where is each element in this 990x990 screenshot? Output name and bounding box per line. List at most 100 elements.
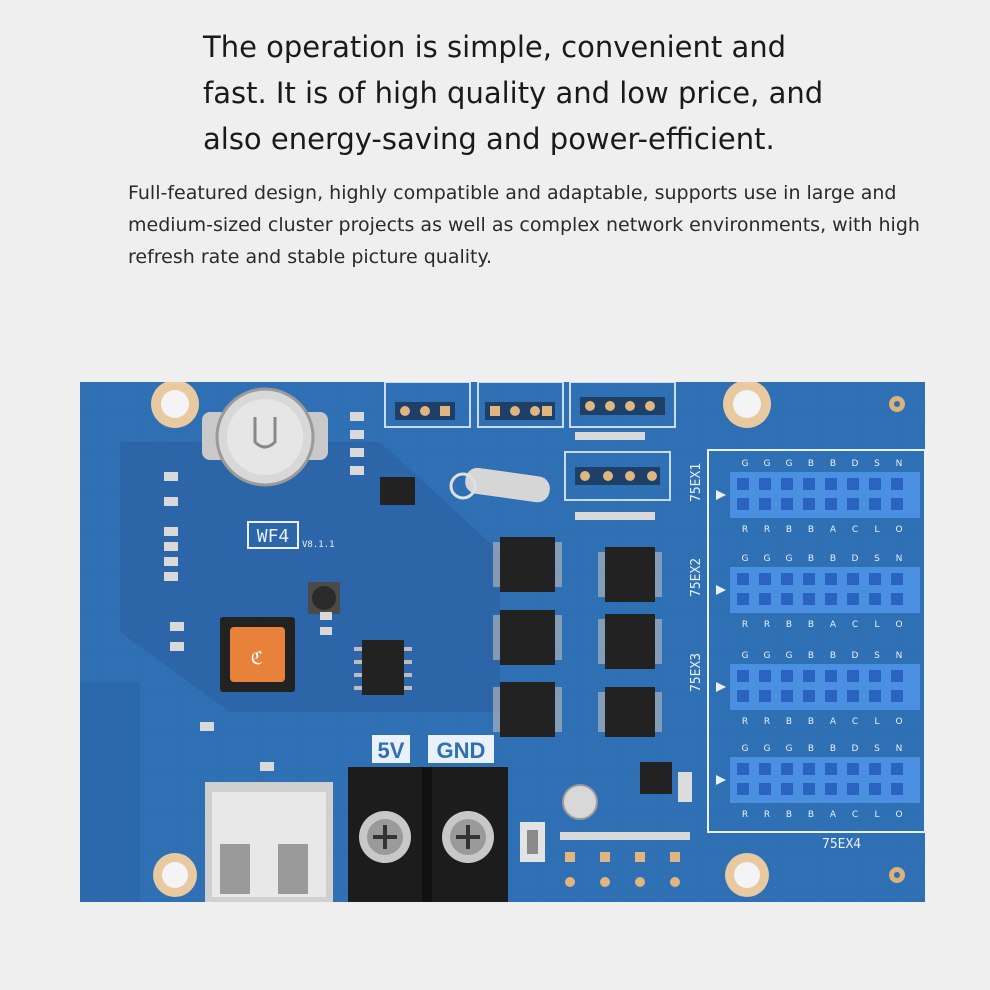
hub-pin-label: B	[808, 651, 814, 661]
hub-pin-label: C	[852, 620, 858, 630]
hub-pin-label: O	[895, 717, 902, 727]
pin-header-connector	[384, 382, 471, 428]
hub-pin-label: B	[808, 810, 814, 820]
hub-pin-label: S	[874, 459, 880, 469]
hub-pin-label: S	[874, 744, 880, 754]
hub-pin-label: R	[764, 717, 770, 727]
hub-pin-label: B	[808, 459, 814, 469]
hub-pin-label: R	[742, 620, 748, 630]
usb-port	[205, 782, 333, 902]
hub-pin-label: D	[852, 651, 859, 661]
hub-pin-label: B	[808, 744, 814, 754]
hub-connector-3: G G G B B D S N R R B B A C L O	[716, 651, 920, 727]
hub-pin-label: G	[786, 651, 793, 661]
smd-components	[164, 412, 690, 840]
hub-pin-label: R	[742, 525, 748, 535]
hub-label-1: 75EX1	[689, 463, 704, 502]
hub-pin-label: B	[830, 744, 836, 754]
hub-pin-label: G	[786, 744, 793, 754]
hub-pin-label: A	[830, 810, 837, 820]
power-terminal-block	[348, 767, 508, 902]
hub-pin-label: O	[895, 525, 902, 535]
hub-pin-label: G	[764, 744, 771, 754]
voltage-regulator	[640, 762, 692, 802]
hub-label-4: 75EX4	[822, 837, 861, 852]
smd-chip	[380, 477, 415, 505]
hub-pin-label: C	[852, 717, 858, 727]
hub-pin-label: L	[874, 810, 879, 820]
battery-holder	[202, 387, 328, 487]
driver-ic-array	[500, 537, 655, 737]
hub-pin-label: D	[852, 744, 859, 754]
hub-pin-label: B	[830, 554, 836, 564]
hub-pin-label: R	[764, 810, 770, 820]
hub-pin-label: L	[874, 525, 879, 535]
hub-pin-label: C	[852, 525, 858, 535]
flash-memory-chip	[354, 640, 412, 695]
hub-pin-label: B	[808, 717, 814, 727]
hub-pin-label: N	[896, 459, 903, 469]
hub-pin-label: S	[874, 651, 880, 661]
hub-pin-label: G	[764, 459, 771, 469]
version-label: V8.1.1	[302, 540, 335, 550]
mounting-hole	[723, 382, 771, 428]
main-processor-chip: ℭ	[220, 617, 295, 692]
hub-pin-label: G	[742, 744, 749, 754]
hub-pin-label: R	[764, 525, 770, 535]
hub-pin-label: D	[852, 459, 859, 469]
hub-pin-label: S	[874, 554, 880, 564]
hub-pin-label: G	[742, 651, 749, 661]
hub-pin-label: N	[896, 744, 903, 754]
hub-pin-label: B	[830, 651, 836, 661]
svg-text:ℭ: ℭ	[251, 648, 264, 668]
hub-pin-label: C	[852, 810, 858, 820]
hub-pin-label: O	[895, 810, 902, 820]
hub-pin-label: R	[764, 620, 770, 630]
led-controller-board-photo: WF4 V8.1.1 ℭ	[80, 382, 925, 902]
hub-pin-label: G	[786, 459, 793, 469]
pin-header-connector	[477, 382, 564, 428]
mounting-hole	[153, 853, 197, 897]
hub-pin-label: B	[786, 810, 792, 820]
hub-pin-label: N	[896, 651, 903, 661]
hub-connector-2: G G G B B D S N R R B B A C L O	[716, 554, 920, 630]
capacitor	[562, 784, 598, 820]
hub-pin-label: R	[742, 810, 748, 820]
hub-pin-label: G	[742, 554, 749, 564]
hub-pin-label: A	[830, 620, 837, 630]
hub-pin-label: A	[830, 717, 837, 727]
hub-pin-label: O	[895, 620, 902, 630]
hub-pin-label: B	[786, 620, 792, 630]
hub-pin-label: B	[830, 459, 836, 469]
hub-pin-label: G	[786, 554, 793, 564]
hub-pin-label: B	[808, 554, 814, 564]
hub-connector-4: G G G B B D S N R R B B A C L O	[716, 744, 920, 820]
pin-header-connector	[569, 382, 676, 428]
hub-label-2: 75EX2	[689, 558, 704, 597]
mounting-hole	[151, 382, 199, 428]
hub-pin-label: D	[852, 554, 859, 564]
hub-pin-label: L	[874, 717, 879, 727]
hub-pin-label: N	[896, 554, 903, 564]
hub-pin-label: B	[808, 525, 814, 535]
inductor	[308, 582, 340, 614]
terminal-5v-label: 5V	[378, 738, 405, 763]
hub-pin-label: L	[874, 620, 879, 630]
pcb-illustration: WF4 V8.1.1 ℭ	[80, 382, 925, 902]
terminal-gnd-label: GND	[437, 738, 486, 763]
hub-pin-label: G	[764, 554, 771, 564]
hub-connector-panel	[707, 449, 925, 833]
description-text: Full-featured design, highly compatible …	[128, 182, 920, 268]
pin-header-connector	[564, 451, 671, 501]
crystal-oscillator	[449, 467, 550, 503]
hub-pin-label: B	[786, 717, 792, 727]
hub-pin-label: B	[786, 525, 792, 535]
hub-pin-label: B	[808, 620, 814, 630]
hub-pin-label: R	[742, 717, 748, 727]
model-label: WF4	[257, 526, 290, 547]
mounting-hole	[725, 853, 769, 897]
hub-pin-label: G	[764, 651, 771, 661]
headline: The operation is simple, convenient and …	[203, 30, 824, 156]
hub-label-3: 75EX3	[689, 653, 704, 692]
hub-pin-label: G	[742, 459, 749, 469]
